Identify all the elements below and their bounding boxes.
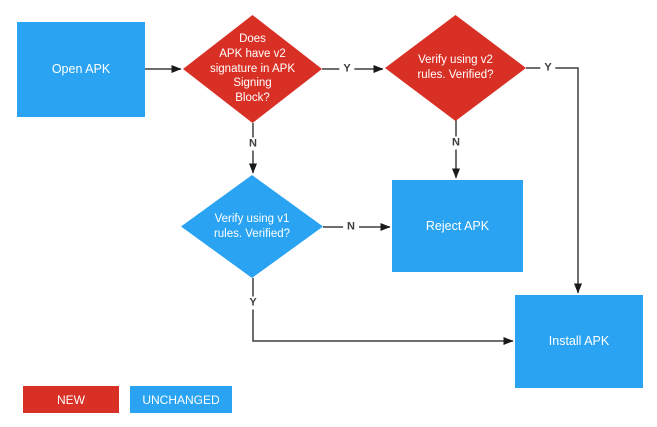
node-verify-v1-label: Verify using v1 rules. Verified? (213, 212, 291, 240)
legend-unchanged-label: UNCHANGED (142, 392, 220, 407)
legend-new-label: NEW (57, 392, 85, 407)
legend-new: NEW (23, 386, 119, 413)
node-reject-apk-label: Reject APK (425, 218, 490, 233)
node-has-v2-signature-label: Does APK have v2 signature in APK Signin… (209, 32, 296, 105)
edge-label-verifyv2-no: N (448, 136, 464, 150)
node-install-apk: Install APK (515, 295, 643, 388)
edge-label-hasv2-yes: Y (339, 62, 355, 76)
node-open-apk-label: Open APK (51, 62, 111, 77)
edge-label-verifyv1-yes: Y (245, 296, 261, 310)
edge-verifyv2-to-install (526, 67, 582, 294)
edge-verifyv1-to-install (252, 278, 514, 345)
node-open-apk: Open APK (17, 22, 145, 117)
edge-label-hasv2-no: N (245, 137, 261, 151)
node-verify-v2-label: Verify using v2 rules. Verified? (417, 54, 494, 81)
legend-unchanged: UNCHANGED (130, 386, 232, 413)
edge-label-verifyv1-no: N (343, 220, 359, 234)
node-install-apk-label: Install APK (548, 334, 610, 349)
edge-label-verifyv2-yes: Y (540, 61, 556, 75)
node-reject-apk: Reject APK (392, 180, 523, 272)
